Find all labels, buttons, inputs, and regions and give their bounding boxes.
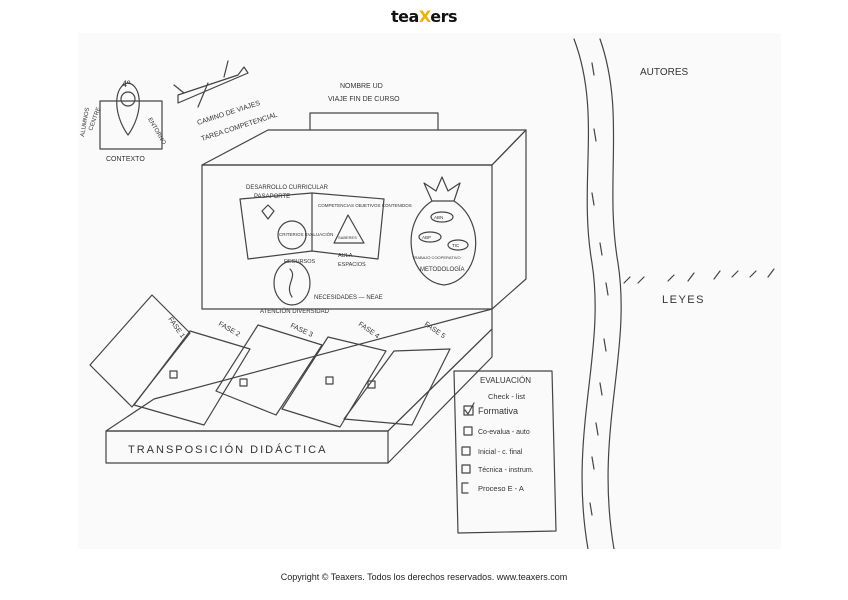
location-pin-icon <box>116 82 140 136</box>
pyramid-label: SABERES <box>338 235 357 240</box>
methodology-tag1: ABN <box>434 215 443 220</box>
check-mark-icon <box>464 402 475 415</box>
road-group: AUTORES LEYES <box>573 38 775 549</box>
resources-label: RECURSOS <box>284 259 316 265</box>
knowledge-pyramid-icon <box>333 214 365 244</box>
tag-oval-3 <box>447 239 469 251</box>
methodology-label: METODOLOGÍA <box>420 266 465 273</box>
methodology-tag2: ABP <box>422 235 431 240</box>
methodology-group: ABN ABP TIC TRABAJO COOPERATIVO METODOLO… <box>410 176 477 286</box>
diversity-group: NECESIDADES — NEAE ATENCIÓN DIVERSIDAD <box>260 260 383 315</box>
tray-side-face <box>387 328 493 464</box>
logo-text-start: tea <box>391 7 419 26</box>
methodology-tag4: TRABAJO COOPERATIVO <box>412 255 461 260</box>
phase-checkbox-4 <box>325 376 334 385</box>
context-label: CONTEXTO <box>106 156 145 163</box>
teaxers-logo: teaXers <box>0 7 848 26</box>
eval-bracket-5 <box>461 482 469 494</box>
road-laws-label: LEYES <box>662 294 705 306</box>
handle-title-line2: VIAJE FIN DE CURSO <box>328 96 400 103</box>
road-left-edge <box>573 38 596 549</box>
suitcase-side-face <box>491 129 527 310</box>
photo-background <box>78 33 781 549</box>
suitcase-handle <box>309 112 439 131</box>
phase-card-2 <box>133 330 251 426</box>
sketch-svg: 4º CONTEXTO CENTRE ALUMNOS ENTORNO CAMIN… <box>78 33 781 549</box>
footer-copyright: Copyright © Teaxers. Todos los derechos … <box>280 572 568 582</box>
pin-hole-icon <box>120 91 136 107</box>
money-bag-icon <box>410 200 477 286</box>
eval-item-3: Inicial - c. final <box>478 449 523 456</box>
logo-x-mark: X <box>418 7 431 26</box>
phase-checkbox-2 <box>169 370 178 379</box>
resources-group: RECURSOS AULA ESPACIOS <box>284 253 366 268</box>
eval-checkbox-1 <box>463 405 474 416</box>
eval-checkbox-4 <box>461 464 471 474</box>
airplane-icon <box>177 66 249 104</box>
eval-checkbox-3 <box>461 446 471 456</box>
phase-card-3 <box>215 324 323 416</box>
book-right-page-text: COMPETENCIAS OBJETIVOS CONTENIDOS <box>318 203 412 208</box>
sketch-canvas: 4º CONTEXTO CENTRE ALUMNOS ENTORNO CAMIN… <box>78 33 781 549</box>
road-law-marks <box>623 268 775 284</box>
evaluation-title: EVALUACIÓN <box>480 376 531 385</box>
airplane-wings-icon <box>173 60 229 108</box>
diversity-globe-icon <box>273 260 311 306</box>
eval-item-2: Co-evalua - auto <box>478 429 530 436</box>
phase-card-4 <box>281 336 387 428</box>
tag-oval-2 <box>418 231 442 243</box>
criteria-label: CRITERIOS EVALUACIÓN <box>279 231 333 237</box>
evaluation-subtitle: Check - list <box>488 392 526 401</box>
passport-label: PASAPORTE <box>254 194 290 200</box>
resources-item2: ESPACIOS <box>338 262 366 268</box>
road-center-dashes <box>589 62 609 516</box>
phase-checkbox-5 <box>367 380 376 389</box>
eval-checkbox-2 <box>463 426 473 436</box>
eval-item-4: Técnica - instrum. <box>478 467 534 474</box>
methodology-tag3: TIC <box>452 243 460 248</box>
globe-meridian <box>288 268 294 298</box>
context-alumnos: ALUMNOS <box>80 107 91 137</box>
evaluation-group: EVALUACIÓN Check - list Formativa Co-eva… <box>453 370 557 534</box>
context-pin-group: 4º CONTEXTO CENTRE ALUMNOS ENTORNO <box>80 79 167 163</box>
phase-card-1 <box>89 294 191 408</box>
logo-text-end: ers <box>430 7 457 26</box>
development-header: DESARROLLO CURRICULAR <box>246 185 329 191</box>
curriculum-book-group: DESARROLLO CURRICULAR PASAPORTE COMPETEN… <box>239 185 412 260</box>
context-box <box>99 100 163 150</box>
criteria-circle <box>277 220 307 250</box>
resources-item1: AULA <box>338 253 353 259</box>
evaluation-card <box>453 370 557 534</box>
transposition-group: TRANSPOSICIÓN DIDÁCTICA <box>105 308 493 464</box>
attention-label: ATENCIÓN DIVERSIDAD <box>260 308 330 315</box>
road-authors-label: AUTORES <box>640 67 688 78</box>
context-grade: 4º <box>122 79 131 89</box>
phase-checkbox-3 <box>239 378 248 387</box>
handle-title-line1: NOMBRE UD <box>340 83 383 90</box>
passport-stamp-icon <box>261 204 275 220</box>
eval-item-1: Formativa <box>478 406 518 416</box>
tag-oval-1 <box>430 211 454 223</box>
eval-item-5: Proceso E - A <box>478 484 524 493</box>
transposition-label: TRANSPOSICIÓN DIDÁCTICA <box>128 443 327 456</box>
phase-card-5 <box>343 348 451 426</box>
needs-label: NECESIDADES — NEAE <box>314 295 383 301</box>
road-right-edge <box>599 38 622 549</box>
bag-top-icon <box>423 176 461 202</box>
